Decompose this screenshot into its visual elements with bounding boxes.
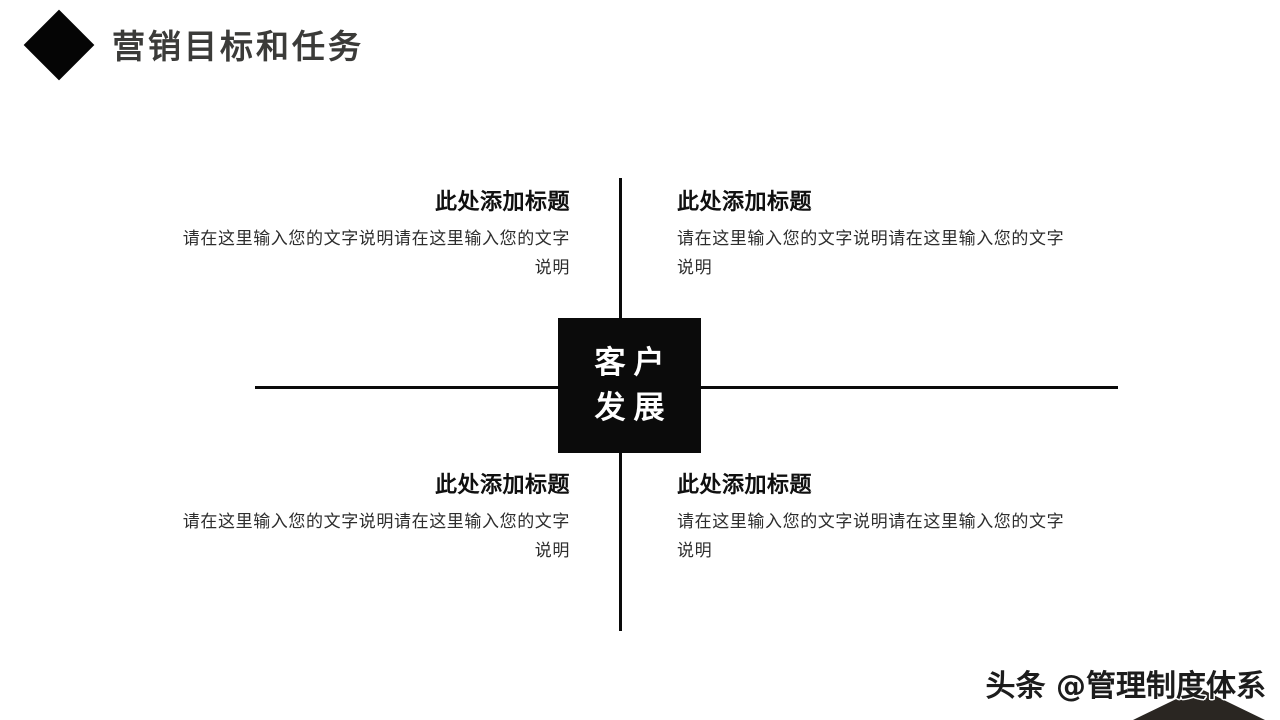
- center-label-block: 客户 发展: [558, 318, 701, 453]
- quadrant-body-text: 请在这里输入您的文字说明请在这里输入您的文字说明: [677, 512, 1065, 561]
- watermark-text: 头条 @管理制度体系: [985, 669, 1266, 704]
- quadrant-body-text: 请在这里输入您的文字说明请在这里输入您的文字说明: [677, 229, 1065, 278]
- slide-header: 营销目标和任务: [0, 0, 1280, 110]
- center-label-line-2: 发展: [594, 389, 673, 426]
- quadrant-heading: 此处添加标题: [434, 190, 570, 215]
- quadrant-top-left: 此处添加标题 请在这里输入您的文字说明请在这里输入您的文字说明: [170, 188, 570, 283]
- center-label-line-1: 客户: [594, 344, 673, 381]
- quadrant-bottom-left: 此处添加标题 请在这里输入您的文字说明请在这里输入您的文字说明: [170, 471, 570, 566]
- quadrant-heading: 此处添加标题: [677, 473, 813, 498]
- quadrant-body-text: 请在这里输入您的文字说明请在这里输入您的文字说明: [182, 229, 570, 278]
- corner-triangle-decoration: [1133, 688, 1265, 720]
- quadrant-top-right: 此处添加标题 请在这里输入您的文字说明请在这里输入您的文字说明: [677, 188, 1077, 283]
- quadrant-body-text: 请在这里输入您的文字说明请在这里输入您的文字说明: [182, 512, 570, 561]
- page-title: 营销目标和任务: [112, 27, 364, 66]
- diamond-icon: [23, 9, 95, 81]
- quadrant-heading: 此处添加标题: [677, 190, 813, 215]
- quadrant-heading: 此处添加标题: [434, 473, 570, 498]
- quadrant-bottom-right: 此处添加标题 请在这里输入您的文字说明请在这里输入您的文字说明: [677, 471, 1077, 566]
